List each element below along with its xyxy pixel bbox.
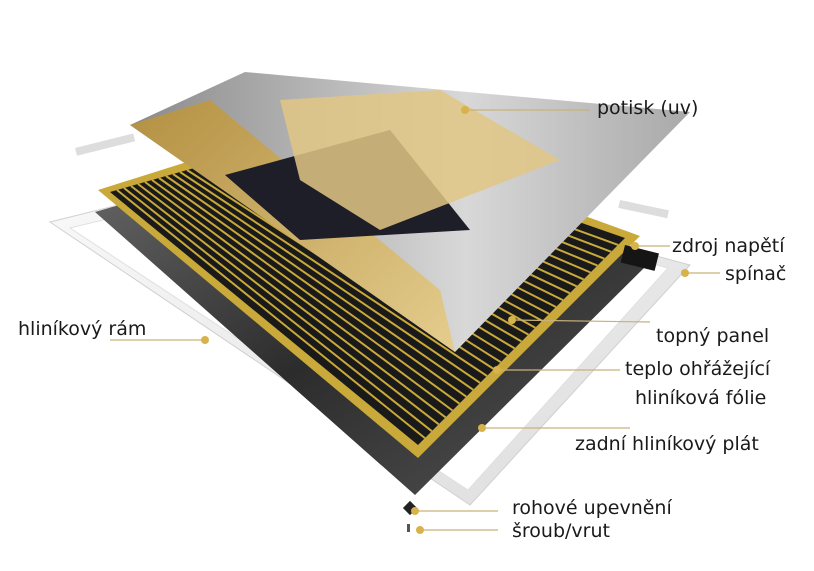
leader-dot-heating [508, 316, 516, 324]
heating-stripe [144, 181, 454, 412]
heating-stripe [151, 179, 460, 405]
leader-dot-switch [681, 269, 689, 277]
screw-icon [407, 524, 410, 532]
leader-dot-back [478, 424, 486, 432]
label-back-plate: zadní hliníkový plát [575, 433, 759, 455]
label-screw: šroub/vrut [512, 520, 610, 542]
power-supply-box [620, 245, 659, 271]
label-corner-mount: rohové upevnění [512, 497, 672, 519]
leader-dot-power [631, 242, 639, 250]
uv-print-layer [130, 72, 690, 352]
heating-stripe [172, 173, 481, 384]
leader-dot-foil [493, 366, 501, 374]
heating-stripe [137, 183, 447, 419]
heating-stripe [130, 185, 440, 426]
leader-dot-print [461, 106, 469, 114]
heating-stripe [116, 189, 426, 439]
leader-dot-screw [416, 526, 424, 534]
hanging-rail-right [618, 200, 669, 219]
leader-dot-corner [411, 507, 419, 515]
heating-stripe [158, 177, 467, 398]
label-uv-print: potisk (uv) [597, 97, 699, 119]
label-heating-panel: topný panel [656, 325, 770, 347]
label-frame: hliníkový rám [18, 318, 147, 340]
label-foil-line1: teplo ohřážející [625, 358, 771, 380]
heating-stripe [179, 171, 488, 377]
heating-stripe [123, 187, 433, 432]
leader-dot-frame [201, 336, 209, 344]
label-switch: spínač [725, 263, 787, 285]
heating-stripe [165, 175, 474, 391]
hanging-rail-left [74, 133, 136, 156]
label-power-supply: zdroj napětí [672, 235, 785, 257]
leader-lines [110, 106, 720, 534]
label-foil-line2: hliníková fólie [635, 387, 767, 409]
